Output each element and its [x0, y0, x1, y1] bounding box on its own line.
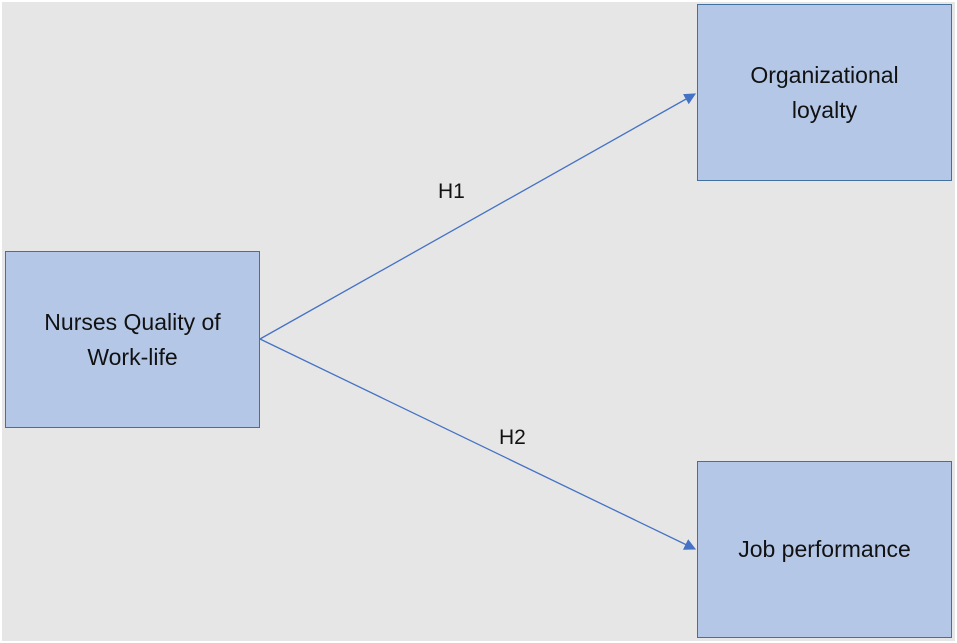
node-performance-text: Job performance [738, 532, 911, 567]
node-performance-line1: Job performance [738, 536, 911, 562]
edge-h2-arrow [259, 338, 697, 550]
node-loyalty-text: Organizational loyalty [750, 58, 898, 128]
node-qwl-line2: Work-life [87, 343, 178, 370]
node-organizational-loyalty: Organizational loyalty [697, 4, 952, 181]
edge-h2-label: H2 [499, 426, 526, 449]
node-nurses-quality-of-work-life: Nurses Quality of Work-life [5, 251, 260, 428]
node-loyalty-line2: loyalty [791, 96, 858, 123]
edge-h1-label: H1 [438, 180, 465, 203]
node-loyalty-line1: Organizational [750, 61, 899, 88]
node-qwl-line1: Nurses Quality of [44, 308, 221, 335]
edge-h1-arrow [259, 93, 697, 340]
node-job-performance: Job performance [697, 461, 952, 638]
node-qwl-text: Nurses Quality of Work-life [44, 305, 220, 375]
